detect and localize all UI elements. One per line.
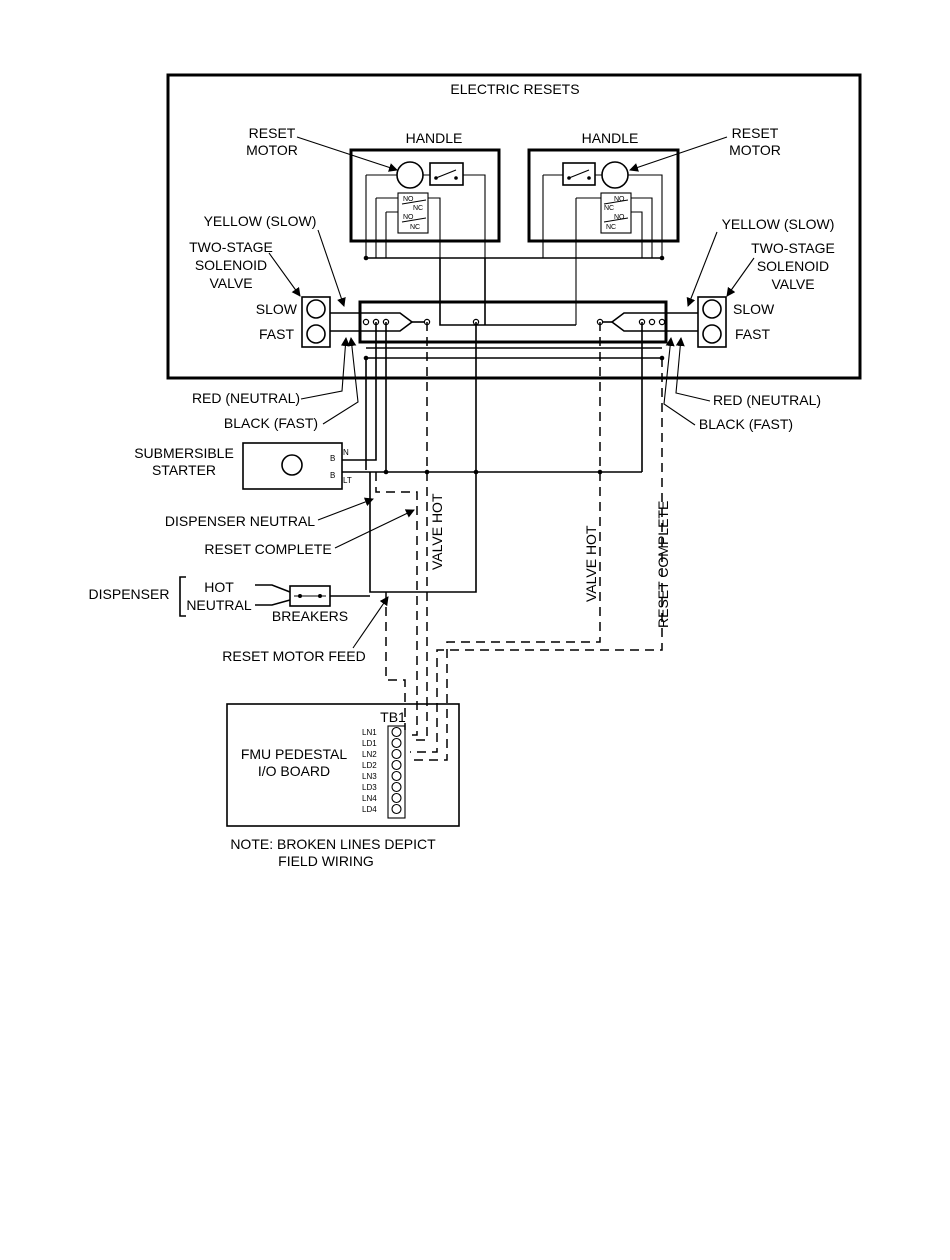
left-reset-motor-label-2: MOTOR [246, 142, 298, 158]
svg-text:N: N [343, 448, 349, 457]
tb1-ln4: LN4 [362, 794, 377, 803]
svg-text:LT: LT [343, 476, 352, 485]
right-valve-label-2: SOLENOID [757, 258, 829, 274]
tb1-ln2: LN2 [362, 750, 377, 759]
svg-text:NC: NC [410, 224, 420, 231]
svg-text:NC: NC [606, 224, 616, 231]
right-slow-coil-icon [702, 299, 722, 319]
right-limit-switch [600, 192, 632, 234]
right-fast-label: FAST [735, 326, 770, 342]
left-valve-label-1: TWO-STAGE [189, 239, 273, 255]
right-reset-motor-icon [601, 161, 629, 189]
tb1-ld2: LD2 [362, 761, 377, 770]
left-black-label: BLACK (FAST) [224, 415, 318, 431]
tb1-ln1: LN1 [362, 728, 377, 737]
dispenser-neutral-wire-label: NEUTRAL [186, 597, 252, 613]
dispenser-hot-label: HOT [204, 579, 234, 595]
dispenser-label: DISPENSER [89, 586, 170, 602]
tb1-ld3: LD3 [362, 783, 377, 792]
svg-text:NC: NC [413, 205, 423, 212]
left-reset-motor-icon [396, 161, 424, 189]
svg-text:NO: NO [614, 214, 625, 221]
left-solenoid-valve [301, 296, 331, 348]
right-solenoid-valve [697, 296, 727, 348]
starter-label-1: SUBMERSIBLE [134, 445, 234, 461]
left-handle-box [349, 148, 501, 243]
right-handle-box [527, 148, 680, 243]
svg-text:B: B [330, 471, 335, 480]
tb1-terminals [391, 726, 402, 815]
tb1-ln3: LN3 [362, 772, 377, 781]
svg-text:NO: NO [403, 196, 414, 203]
starter-label-2: STARTER [152, 462, 216, 478]
tb1-terminal-block [387, 725, 406, 819]
left-handle-label: HANDLE [406, 130, 463, 146]
reset-complete-label: RESET COMPLETE [204, 541, 331, 557]
left-fast-coil-icon [306, 324, 326, 344]
right-fast-coil-icon [702, 324, 722, 344]
breakers-label: BREAKERS [272, 608, 348, 624]
left-handle-switch [429, 162, 464, 186]
right-black-label: BLACK (FAST) [699, 416, 793, 432]
left-red-label: RED (NEUTRAL) [192, 390, 300, 406]
board-label-1: FMU PEDESTAL [241, 746, 348, 762]
svg-text:B: B [330, 454, 335, 463]
electric-resets-panel [166, 73, 862, 380]
board-label-2: I/O BOARD [258, 763, 330, 779]
submersible-starter-box [242, 442, 343, 490]
left-limit-switch [397, 192, 429, 234]
left-valve-label-2: SOLENOID [195, 257, 267, 273]
right-red-label: RED (NEUTRAL) [713, 392, 821, 408]
reset-complete-label-right: RESET COMPLETE [655, 501, 671, 628]
right-valve-label-1: TWO-STAGE [751, 240, 835, 256]
tb1-label: TB1 [380, 709, 406, 725]
left-slow-label: SLOW [256, 301, 298, 317]
fmu-io-board [226, 703, 460, 827]
note-line-1: NOTE: BROKEN LINES DEPICT [230, 836, 436, 852]
tb1-ld4: LD4 [362, 805, 377, 814]
note-line-2: FIELD WIRING [278, 853, 374, 869]
svg-text:NC: NC [604, 205, 614, 212]
right-valve-label-3: VALVE [771, 276, 814, 292]
right-reset-motor-label-1: RESET [732, 125, 779, 141]
left-yellow-label: YELLOW (SLOW) [204, 213, 317, 229]
tb1-ld1: LD1 [362, 739, 377, 748]
left-fast-label: FAST [259, 326, 294, 342]
right-yellow-label: YELLOW (SLOW) [722, 216, 835, 232]
svg-text:NO: NO [403, 214, 414, 221]
right-slow-label: SLOW [733, 301, 775, 317]
svg-text:NO: NO [614, 196, 625, 203]
left-valve-label-3: VALVE [209, 275, 252, 291]
valve-bus-box [358, 300, 668, 344]
panel-title: ELECTRIC RESETS [450, 81, 579, 97]
right-reset-motor-label-2: MOTOR [729, 142, 781, 158]
right-handle-switch [562, 162, 596, 186]
right-handle-label: HANDLE [582, 130, 639, 146]
reset-motor-feed-label: RESET MOTOR FEED [222, 648, 365, 664]
left-slow-coil-icon [306, 299, 326, 319]
valve-hot-label-left: VALVE HOT [429, 493, 445, 570]
valve-hot-label-right: VALVE HOT [583, 525, 599, 602]
left-reset-motor-label-1: RESET [249, 125, 296, 141]
dispenser-neutral-label: DISPENSER NEUTRAL [165, 513, 315, 529]
starter-indicator-icon [281, 454, 303, 476]
